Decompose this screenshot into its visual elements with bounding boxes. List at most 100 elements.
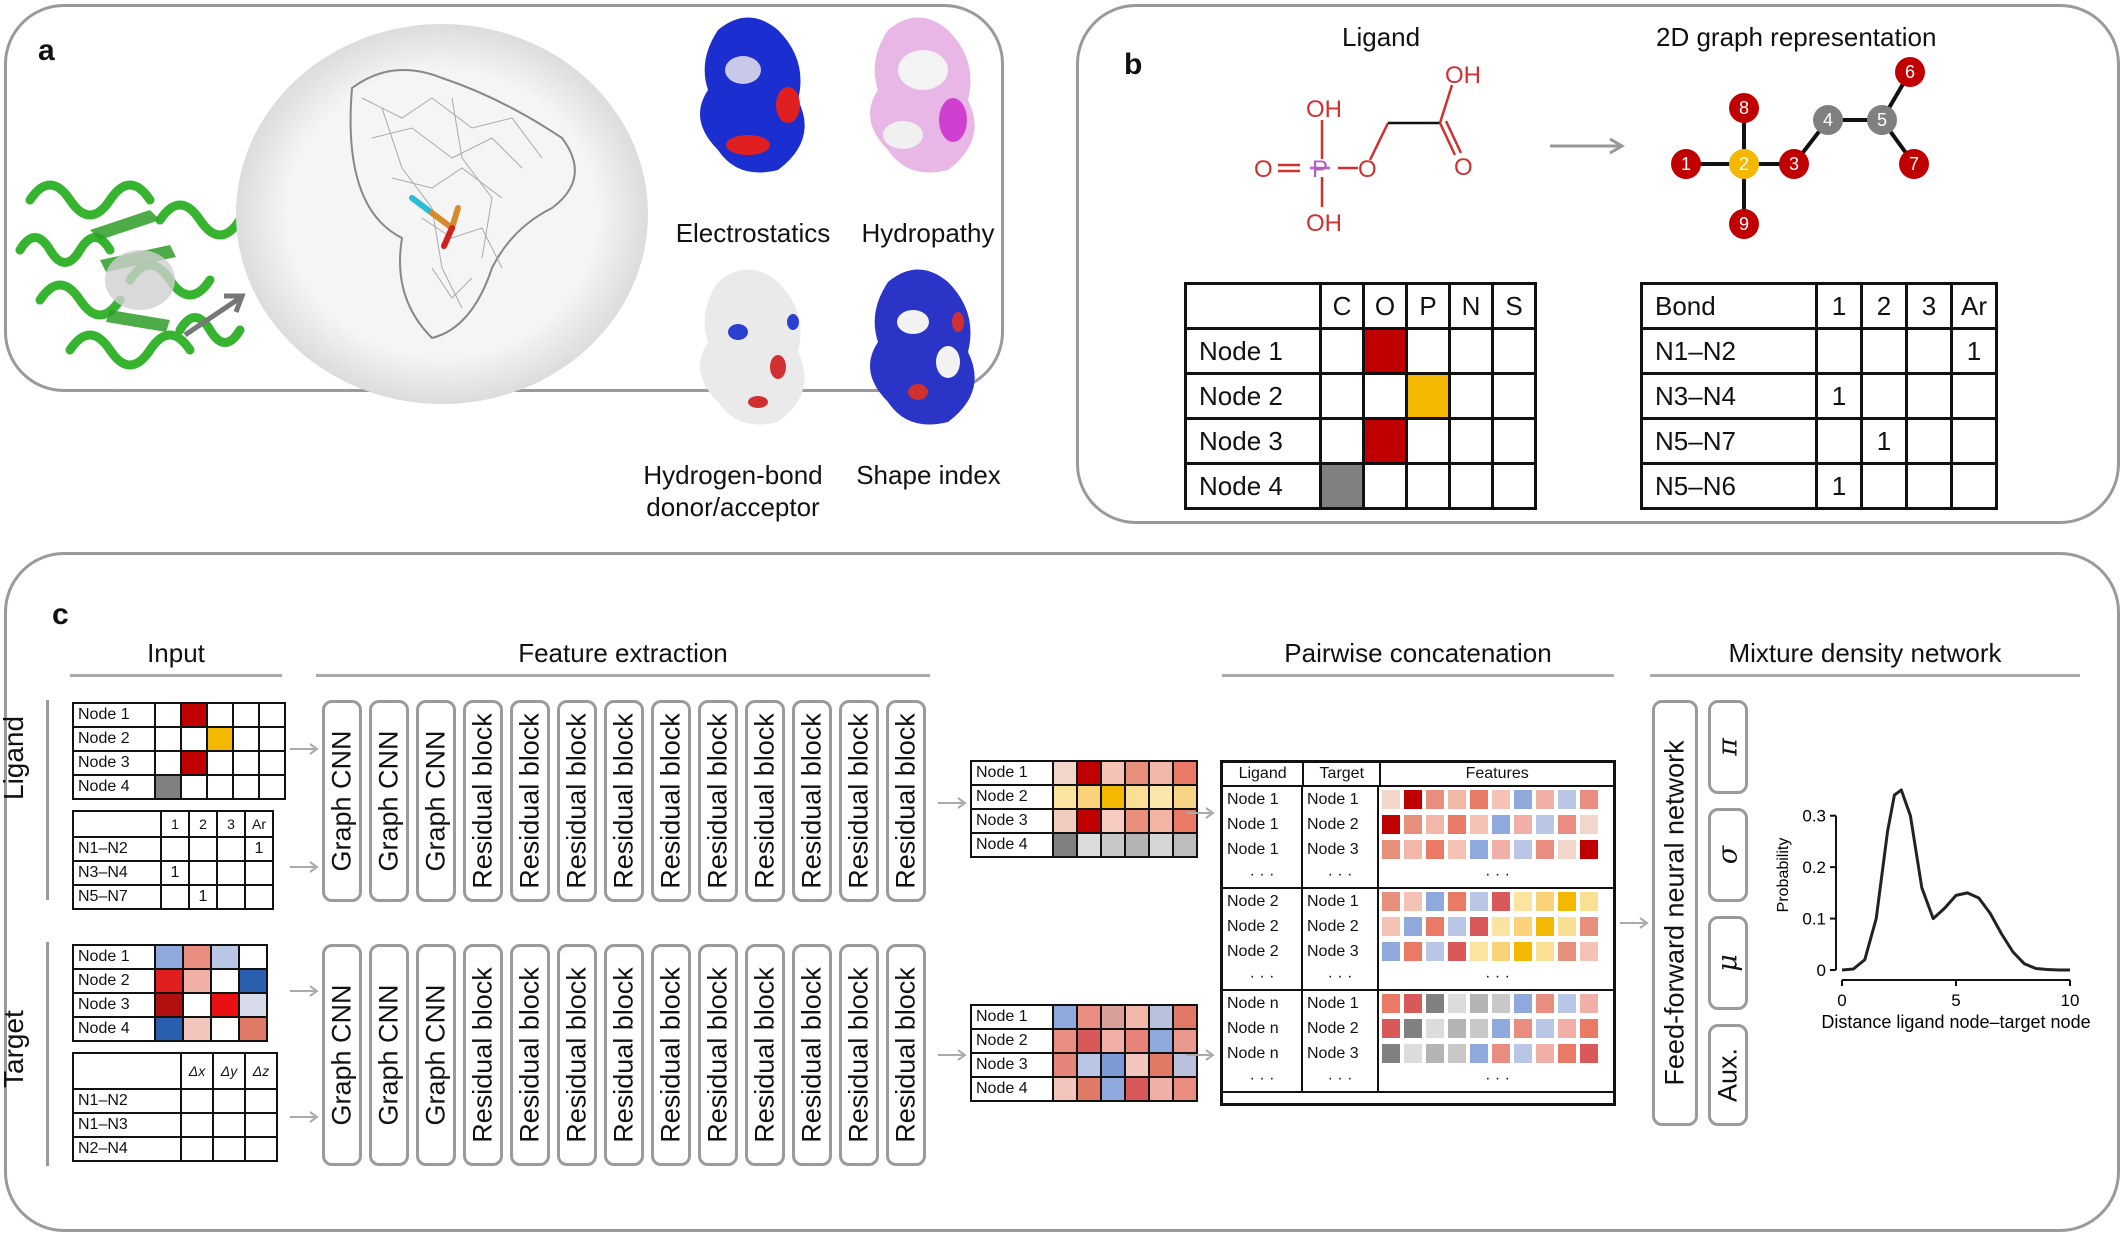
feature-swatch bbox=[1426, 815, 1444, 834]
feature-swatch bbox=[1558, 942, 1576, 961]
pair-cell: · · · bbox=[1223, 1066, 1303, 1091]
bond-cell bbox=[1950, 372, 1998, 420]
pair-cell: Node 2 bbox=[1223, 939, 1303, 964]
block-label: Residual block bbox=[514, 967, 545, 1143]
pair-cell: Node 1 bbox=[1303, 787, 1379, 812]
panel-a-label: a bbox=[38, 34, 55, 67]
bond-header: Bond bbox=[1640, 282, 1818, 330]
ligand-node: Node 4 bbox=[72, 774, 156, 800]
arrow-pair-to-ffnn bbox=[1620, 917, 1649, 929]
section-mdn-title: Mixture density network bbox=[1728, 638, 2002, 668]
feature-swatch bbox=[1470, 840, 1488, 859]
mdn-output-sigma: σ bbox=[1708, 808, 1748, 902]
section-feature-title: Feature extraction bbox=[518, 638, 728, 668]
pocket-mesh-image bbox=[236, 24, 648, 404]
lb-row: N1–N2 bbox=[72, 836, 162, 862]
section-mdn-line bbox=[1650, 674, 2080, 677]
bond-cell bbox=[1905, 327, 1953, 375]
block-label: Residual block bbox=[890, 967, 921, 1143]
pair-row: · · ·· · ·· · · bbox=[1223, 862, 1613, 889]
x-tick-label: 5 bbox=[1951, 991, 1960, 1010]
block: Residual block bbox=[604, 944, 644, 1166]
lb-col: 1 bbox=[160, 810, 190, 838]
target-input-node-table: Node 1 Node 2 Node 3 Node 4 bbox=[72, 944, 268, 1042]
arrow-embed-to-pair-1 bbox=[1186, 807, 1215, 819]
lb-row: N3–N4 bbox=[72, 860, 162, 886]
block: Residual block bbox=[839, 700, 879, 902]
atom-p: P bbox=[1312, 156, 1328, 183]
ligand-molecule-drawing: OH O P O OH OH O bbox=[1254, 62, 1481, 237]
pair-features bbox=[1379, 787, 1613, 812]
block: Residual block bbox=[557, 944, 597, 1166]
tb-row: N1–N2 bbox=[72, 1088, 182, 1114]
block-label: Graph CNN bbox=[420, 984, 451, 1126]
section-input-line bbox=[70, 674, 282, 677]
ligand-node: Node 3 bbox=[72, 750, 156, 776]
arrow-ligand-bond-input bbox=[290, 861, 319, 873]
block: Graph CNN bbox=[416, 700, 456, 902]
pair-cell: Node 1 bbox=[1303, 889, 1379, 914]
lb-col: 2 bbox=[188, 810, 218, 838]
block-label: Graph CNN bbox=[373, 730, 404, 872]
block-label: Residual block bbox=[608, 967, 639, 1143]
feature-swatch bbox=[1514, 790, 1532, 809]
block-label: Residual block bbox=[467, 713, 498, 889]
target-node: Node 4 bbox=[72, 1016, 156, 1042]
pair-header-cell: Ligand bbox=[1223, 763, 1305, 785]
feature-swatch bbox=[1426, 892, 1444, 911]
feature-swatch bbox=[1404, 1044, 1422, 1063]
pair-cell: Node n bbox=[1223, 991, 1303, 1016]
pair-cell: Node 2 bbox=[1303, 914, 1379, 939]
lb-col: Ar bbox=[244, 810, 274, 838]
bond-cell bbox=[1860, 372, 1908, 420]
atom-o-bridge: O bbox=[1358, 156, 1377, 183]
hbond-surface-image bbox=[700, 269, 805, 425]
y-axis-label: Probability bbox=[1775, 838, 1792, 913]
atom-o-double: O bbox=[1254, 156, 1273, 183]
pair-features bbox=[1379, 837, 1613, 862]
mdn-output-mu: μ bbox=[1708, 916, 1748, 1010]
feature-swatch bbox=[1404, 994, 1422, 1013]
electrostatics-label: Electrostatics bbox=[675, 218, 831, 248]
arrow-ligand-to-embed bbox=[938, 797, 967, 809]
feature-swatch bbox=[1492, 840, 1510, 859]
bond-cell bbox=[1905, 372, 1953, 420]
pair-cell: Node 3 bbox=[1303, 1041, 1379, 1066]
mdn-sigma-label: σ bbox=[1712, 845, 1744, 865]
feature-swatch bbox=[1558, 1019, 1576, 1038]
pair-features bbox=[1379, 1016, 1613, 1041]
feature-swatch bbox=[1580, 815, 1598, 834]
feature-swatch bbox=[1382, 1019, 1400, 1038]
pair-features bbox=[1379, 1041, 1613, 1066]
feature-swatch bbox=[1536, 815, 1554, 834]
feature-swatch bbox=[1492, 790, 1510, 809]
mdn-pi-label: π bbox=[1712, 738, 1744, 756]
pair-cell: · · · bbox=[1223, 964, 1303, 989]
feature-swatch bbox=[1580, 994, 1598, 1013]
x-axis-label: Distance ligand node–target node bbox=[1821, 1012, 2090, 1032]
pair-cell: · · · bbox=[1303, 862, 1379, 887]
pair-features bbox=[1379, 812, 1613, 837]
ligand-side-label: Ligand bbox=[0, 715, 29, 800]
feature-swatch bbox=[1382, 917, 1400, 936]
pair-cell: Node 3 bbox=[1303, 939, 1379, 964]
section-input-title: Input bbox=[147, 638, 205, 668]
feature-swatch bbox=[1558, 917, 1576, 936]
feature-swatch bbox=[1448, 790, 1466, 809]
feature-swatch bbox=[1580, 1044, 1598, 1063]
feature-swatch bbox=[1536, 994, 1554, 1013]
shape-index-label: Shape index bbox=[856, 460, 1001, 490]
block: Residual block bbox=[463, 700, 503, 902]
feature-swatch bbox=[1536, 790, 1554, 809]
y-tick-label: 0.3 bbox=[1802, 807, 1826, 826]
feature-swatch bbox=[1558, 815, 1576, 834]
target-side-label: Target bbox=[0, 1010, 29, 1088]
atom-oh-bottom: OH bbox=[1306, 210, 1342, 237]
bond-col-1: 1 bbox=[1815, 282, 1863, 330]
